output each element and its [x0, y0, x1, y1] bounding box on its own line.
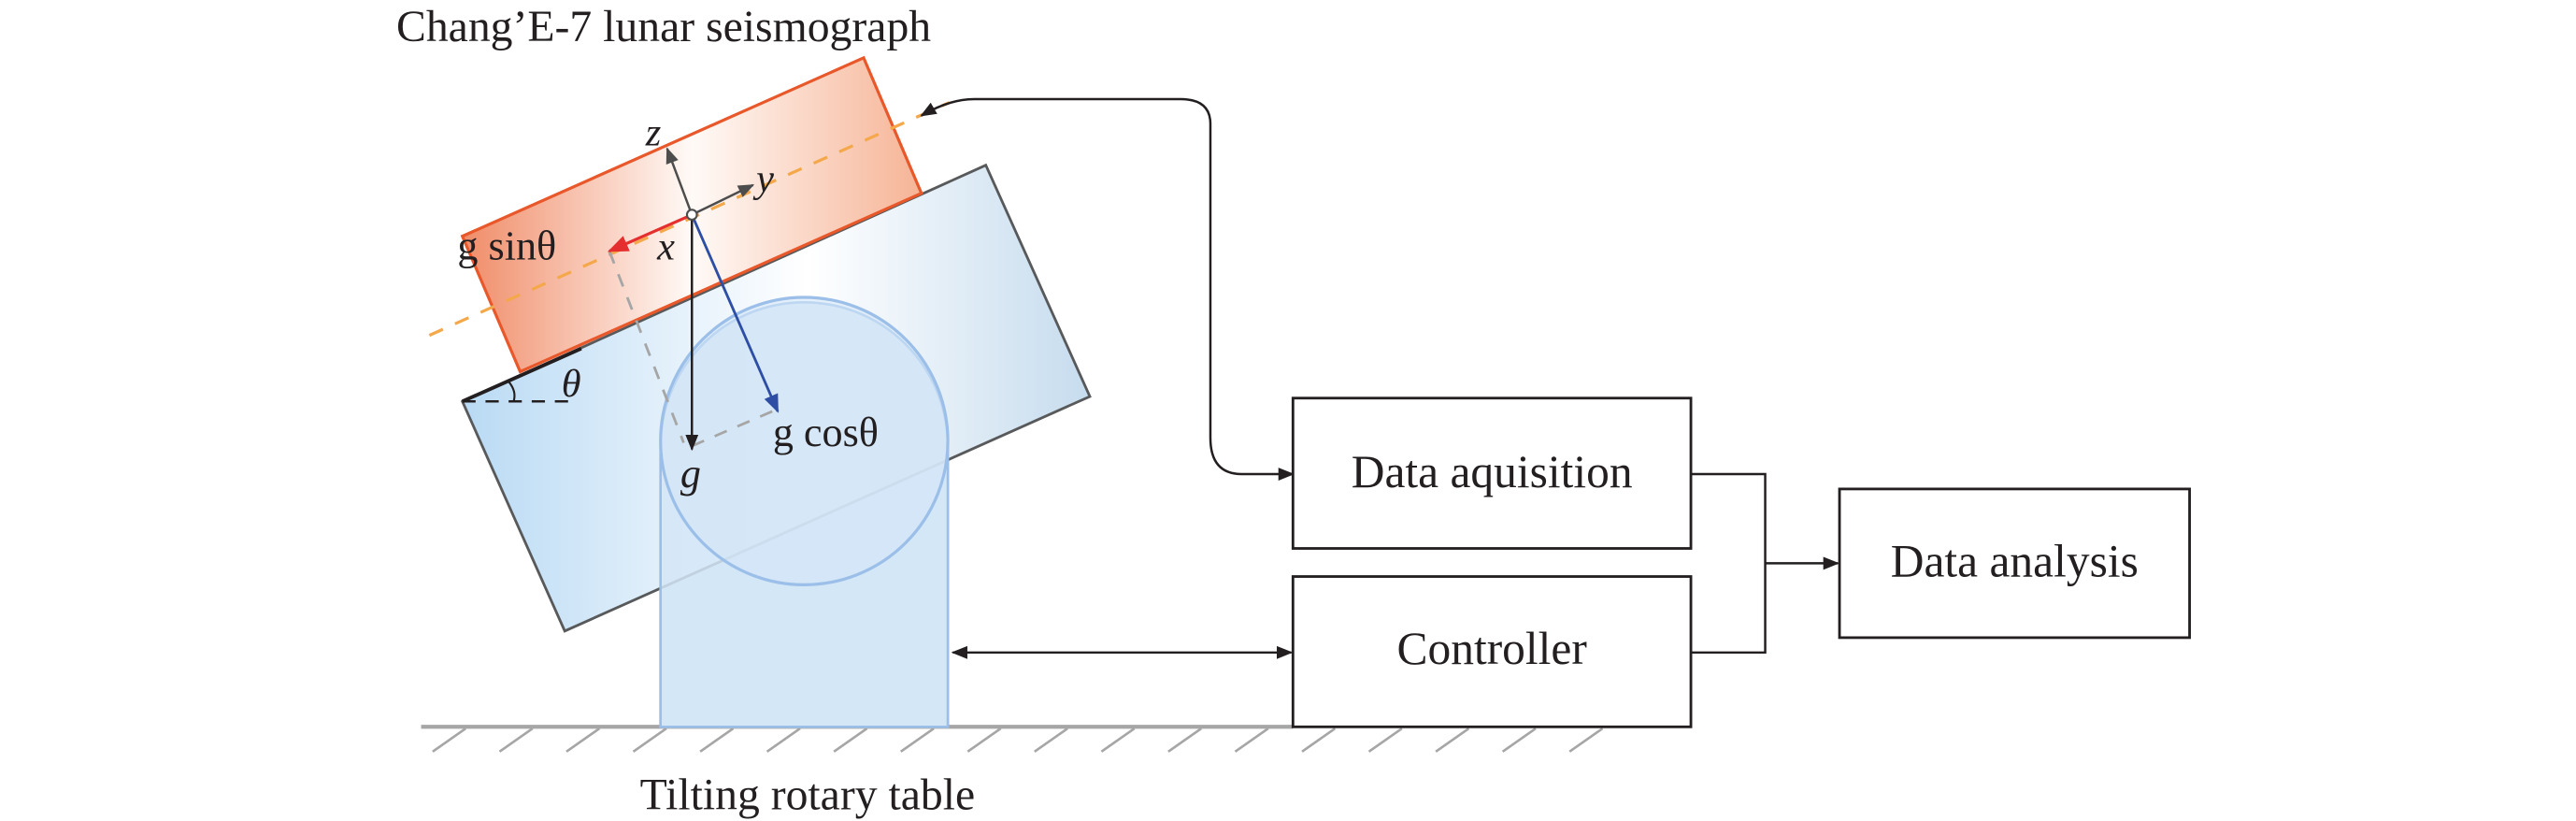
g-cos-label: g cosθ: [773, 410, 879, 455]
merge-connector: [1691, 472, 1767, 655]
theta-label: θ: [562, 362, 581, 406]
ground-hatch-mark: [1367, 727, 1403, 753]
ground-hatch-mark: [833, 727, 868, 753]
data-acquisition-block: Data aquisition: [1291, 396, 1693, 550]
controller-label: Controller: [1397, 623, 1588, 674]
seismograph-title: Chang’E-7 lunar seismograph: [396, 3, 931, 51]
ground-hatch-mark: [432, 727, 466, 753]
ground-hatch-mark: [498, 727, 534, 753]
ground-icon: [421, 725, 1604, 753]
ground-hatch-mark: [1435, 727, 1470, 753]
ground-hatch-mark: [1568, 727, 1604, 753]
ground-hatch-mark: [565, 727, 601, 753]
data-acquisition-label: Data aquisition: [1352, 446, 1633, 497]
data-analysis-label: Data analysis: [1891, 536, 2139, 587]
plate-edge-highlight: [461, 346, 582, 404]
g-label: g: [680, 451, 701, 497]
z-axis-label: z: [645, 110, 662, 154]
ground-hatch-mark: [899, 727, 935, 753]
data-analysis-block: Data analysis: [1838, 487, 2191, 640]
signal-cable: [920, 97, 1295, 481]
x-axis-label: x: [656, 224, 675, 268]
ground-hatch-mark: [1234, 727, 1269, 753]
ground-hatch-mark: [632, 727, 667, 753]
theta-arc: [508, 381, 516, 402]
ground-hatch-mark: [1301, 727, 1337, 753]
projection-line-g: [691, 408, 777, 448]
controller-block: Controller: [1291, 575, 1693, 728]
coordinate-axes-icon: [607, 147, 780, 452]
g-cos-arrow: [690, 214, 780, 413]
g-sin-label: g sinθ: [457, 223, 556, 268]
g-sin-arrow: [607, 213, 693, 252]
ground-hatch-mark: [699, 727, 735, 753]
rotary-table-label: Tilting rotary table: [640, 771, 976, 820]
ground-hatch-mark: [1501, 727, 1537, 753]
ground-hatch-mark: [966, 727, 1002, 753]
ground-hatch-mark: [1167, 727, 1203, 753]
ground-hatch-mark: [1034, 727, 1068, 753]
y-axis-label: y: [752, 157, 774, 201]
ground-hatch-mark: [766, 727, 801, 753]
ground-hatch-mark: [1100, 727, 1136, 753]
origin-marker: [685, 209, 698, 222]
projection-line-x: [608, 251, 685, 443]
